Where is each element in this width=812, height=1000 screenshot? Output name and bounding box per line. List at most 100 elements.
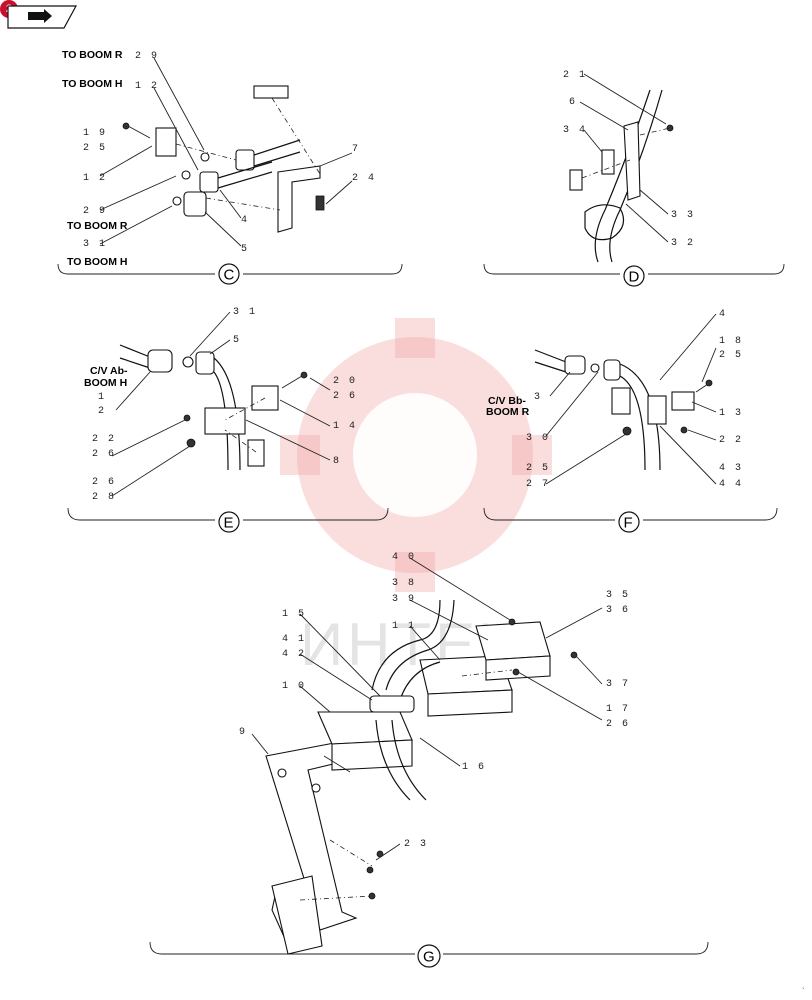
callout-number: 2 6 [92, 477, 116, 488]
callout-number: 4 2 [282, 649, 306, 660]
section-c: C TO BOOM R TO BOOM H TO BOOM R TO BOOM … [57, 49, 403, 285]
callout-number: 4 [241, 215, 249, 226]
callout-number: 3 5 [606, 590, 630, 601]
callout-number: 3 [534, 392, 542, 403]
callout-number: 2 5 [83, 143, 107, 154]
callout-number: 2 6 [333, 391, 357, 402]
clamp-block [601, 149, 615, 175]
hose-fitting [195, 351, 215, 375]
section-g-letter: G [423, 949, 435, 966]
hose-fitting [183, 191, 207, 217]
hose-fitting [603, 359, 621, 381]
callout-number: 2 2 [719, 435, 743, 446]
callout-number: 2 7 [526, 479, 550, 490]
destination-label: TO BOOM H [67, 256, 127, 268]
callout-number: 1 0 [282, 681, 306, 692]
hose-fitting [235, 149, 255, 171]
clamp-bracket [623, 121, 641, 201]
callout-number: 7 [352, 144, 360, 155]
callout-number: 1 5 [282, 609, 306, 620]
callout-number: 2 8 [92, 492, 116, 503]
callout-number: 3 1 [233, 307, 257, 318]
callout-number: 1 2 [83, 173, 107, 184]
watermark-gear-icon [280, 318, 552, 592]
hose-clamp-block [331, 739, 413, 771]
destination-label: TO BOOM R [67, 220, 128, 232]
callout-number: 1 6 [462, 762, 486, 773]
callout-number: 9 [239, 727, 247, 738]
cover-bar [475, 621, 551, 661]
callout-number: 1 8 [719, 336, 743, 347]
clamp-block [569, 169, 583, 191]
clamp-cap [671, 391, 695, 411]
callout-number: 4 0 [392, 552, 416, 563]
section-d-letter: D [629, 269, 640, 286]
bracket-plate [277, 165, 321, 233]
callout-number: 3 3 [671, 210, 695, 221]
callout-number: 2 5 [719, 350, 743, 361]
callout-number: 3 9 [392, 594, 416, 605]
svg-text:`: ` [802, 987, 805, 996]
section-e: E C/V Ab- BOOM H 3 1 5 1 2 2 0 2 6 2 2 2… [67, 307, 389, 533]
destination-label: C/V Ab- [90, 365, 128, 377]
callout-number: 3 2 [671, 238, 695, 249]
callout-number: 2 9 [135, 51, 159, 62]
hose-clamp-block [317, 711, 413, 745]
base-plate [271, 875, 323, 955]
callout-number: 2 5 [526, 463, 550, 474]
section-e-marker [218, 511, 240, 533]
callout-number: 3 0 [526, 433, 550, 444]
hose-fitting [564, 355, 586, 375]
hose-band [369, 695, 415, 713]
section-f-letter: F [624, 515, 633, 532]
callout-number: 4 [719, 309, 727, 320]
clamp-plate [204, 407, 246, 435]
callout-number: 3 6 [606, 605, 630, 616]
hose-fitting [147, 349, 173, 373]
destination-label: TO BOOM H [62, 78, 122, 90]
callout-number: 4 1 [282, 634, 306, 645]
callout-number: 3 7 [606, 679, 630, 690]
callout-number: 2 4 [352, 173, 376, 184]
callout-number: 5 [241, 244, 249, 255]
section-d: D 2 1 6 3 4 3 3 3 2 [483, 70, 785, 287]
destination-label: BOOM H [84, 377, 127, 389]
clamp-cap [253, 85, 289, 99]
callout-number: 2 [98, 406, 106, 417]
callout-number: 3 4 [563, 125, 587, 136]
section-g: G 4 0 3 8 3 9 3 5 3 6 1 5 1 1 4 1 [149, 552, 709, 968]
callout-number: 4 3 [719, 463, 743, 474]
callout-number: 5 [233, 335, 241, 346]
callout-number: 2 9 [83, 206, 107, 217]
section-e-letter: E [224, 515, 234, 532]
callout-number: 1 [98, 392, 106, 403]
section-d-marker [623, 265, 645, 287]
callout-number: 2 2 [92, 434, 116, 445]
callout-number: 3 8 [392, 578, 416, 589]
callout-number: 6 [569, 97, 577, 108]
callout-number: 2 0 [333, 376, 357, 387]
callout-number: 3 1 [83, 239, 107, 250]
section-g-marker [417, 944, 441, 968]
callout-number: 8 [333, 456, 341, 467]
callout-number: 1 7 [606, 704, 630, 715]
section-c-marker [218, 263, 240, 285]
callout-number: 1 1 [392, 621, 416, 632]
callout-number: 1 3 [719, 408, 743, 419]
destination-label: TO BOOM R [62, 49, 123, 61]
callout-number: 1 2 [135, 81, 159, 92]
callout-number: 1 4 [333, 421, 357, 432]
clamp-block [155, 127, 177, 157]
destination-label: C/V Bb- [488, 395, 526, 407]
navigation-arrow-icon[interactable] [4, 4, 78, 30]
cover-bar [485, 655, 551, 681]
clamp-block [611, 387, 631, 415]
hose-fitting [199, 171, 219, 193]
callout-number: 2 1 [563, 70, 587, 81]
hose-clamp-block [427, 689, 513, 717]
clamp-block [247, 439, 265, 467]
section-f: F C/V Bb- BOOM R 4 1 8 2 5 3 1 3 3 0 2 2… [483, 309, 778, 533]
callout-number: 1 9 [83, 128, 107, 139]
clamp-plate [647, 395, 667, 425]
